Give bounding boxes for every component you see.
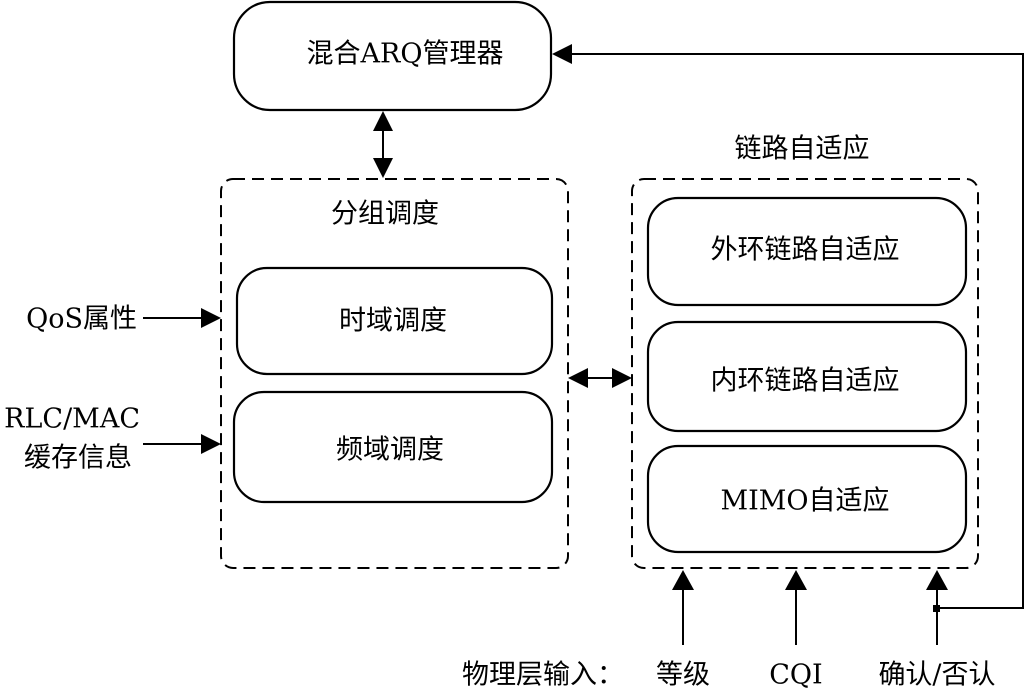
time-domain-scheduling-box	[235, 266, 554, 376]
scheduling-adaptation-double-arrow	[568, 368, 632, 388]
harq-scheduling-double-arrow	[373, 111, 393, 178]
arrow-down-head-icon	[373, 158, 393, 178]
rlc-mac-input: RLC/MAC 缓存信息	[4, 404, 221, 474]
freq-domain-scheduling-box	[232, 390, 554, 504]
rlc-mac-label-line1: RLC/MAC	[4, 404, 140, 435]
mimo-label: MIMO自适应	[720, 486, 889, 517]
arrow-up-head-icon	[672, 570, 694, 590]
arrow-up-head-icon	[926, 570, 948, 590]
link-adaptation-group: 外环链路自适应 内环链路自适应 MIMO自适应	[631, 178, 979, 569]
ack-nack-label: 确认/否认	[878, 660, 995, 691]
qos-label: QoS属性	[26, 304, 137, 335]
arrow-up-head-icon	[373, 111, 393, 131]
inner-loop-label: 内环链路自适应	[711, 366, 900, 397]
arrow-right-head-icon	[201, 308, 221, 328]
packet-scheduling-title: 分组调度	[331, 199, 439, 230]
ack-nack-input	[552, 44, 1024, 645]
qos-input: QoS属性	[26, 304, 221, 335]
junction-dot-icon	[933, 605, 940, 612]
outer-loop-label: 外环链路自适应	[711, 235, 900, 266]
rank-label: 等级	[656, 660, 710, 691]
arrow-up-head-icon	[785, 570, 807, 590]
link-adaptation-title: 链路自适应	[735, 134, 870, 165]
rank-input	[672, 570, 694, 645]
freq-domain-scheduling-label: 频域调度	[336, 435, 444, 466]
arrow-right-head-icon	[201, 434, 221, 454]
arrow-left-head-icon	[552, 44, 572, 64]
mimo-box	[646, 444, 968, 554]
arrow-right-head-icon	[612, 368, 632, 388]
outer-loop-box	[646, 196, 968, 307]
packet-scheduling-group: 分组调度 时域调度 频域调度	[220, 178, 569, 569]
link-adaptation-container	[631, 178, 979, 569]
time-domain-scheduling-label: 时域调度	[339, 306, 447, 337]
cqi-label: CQI	[769, 660, 822, 691]
packet-scheduling-container	[220, 178, 569, 569]
inner-loop-box	[646, 320, 968, 433]
rlc-mac-label-line2: 缓存信息	[24, 443, 132, 474]
harq-manager-block: 混合ARQ管理器	[232, 0, 553, 112]
harq-manager-box	[232, 0, 553, 112]
cqi-input	[785, 570, 807, 645]
phy-input-prefix: 物理层输入：	[462, 660, 624, 691]
arrow-left-head-icon	[568, 368, 588, 388]
harq-manager-label: 混合ARQ管理器	[307, 39, 504, 70]
ack-nack-feedback-line	[570, 53, 1024, 609]
